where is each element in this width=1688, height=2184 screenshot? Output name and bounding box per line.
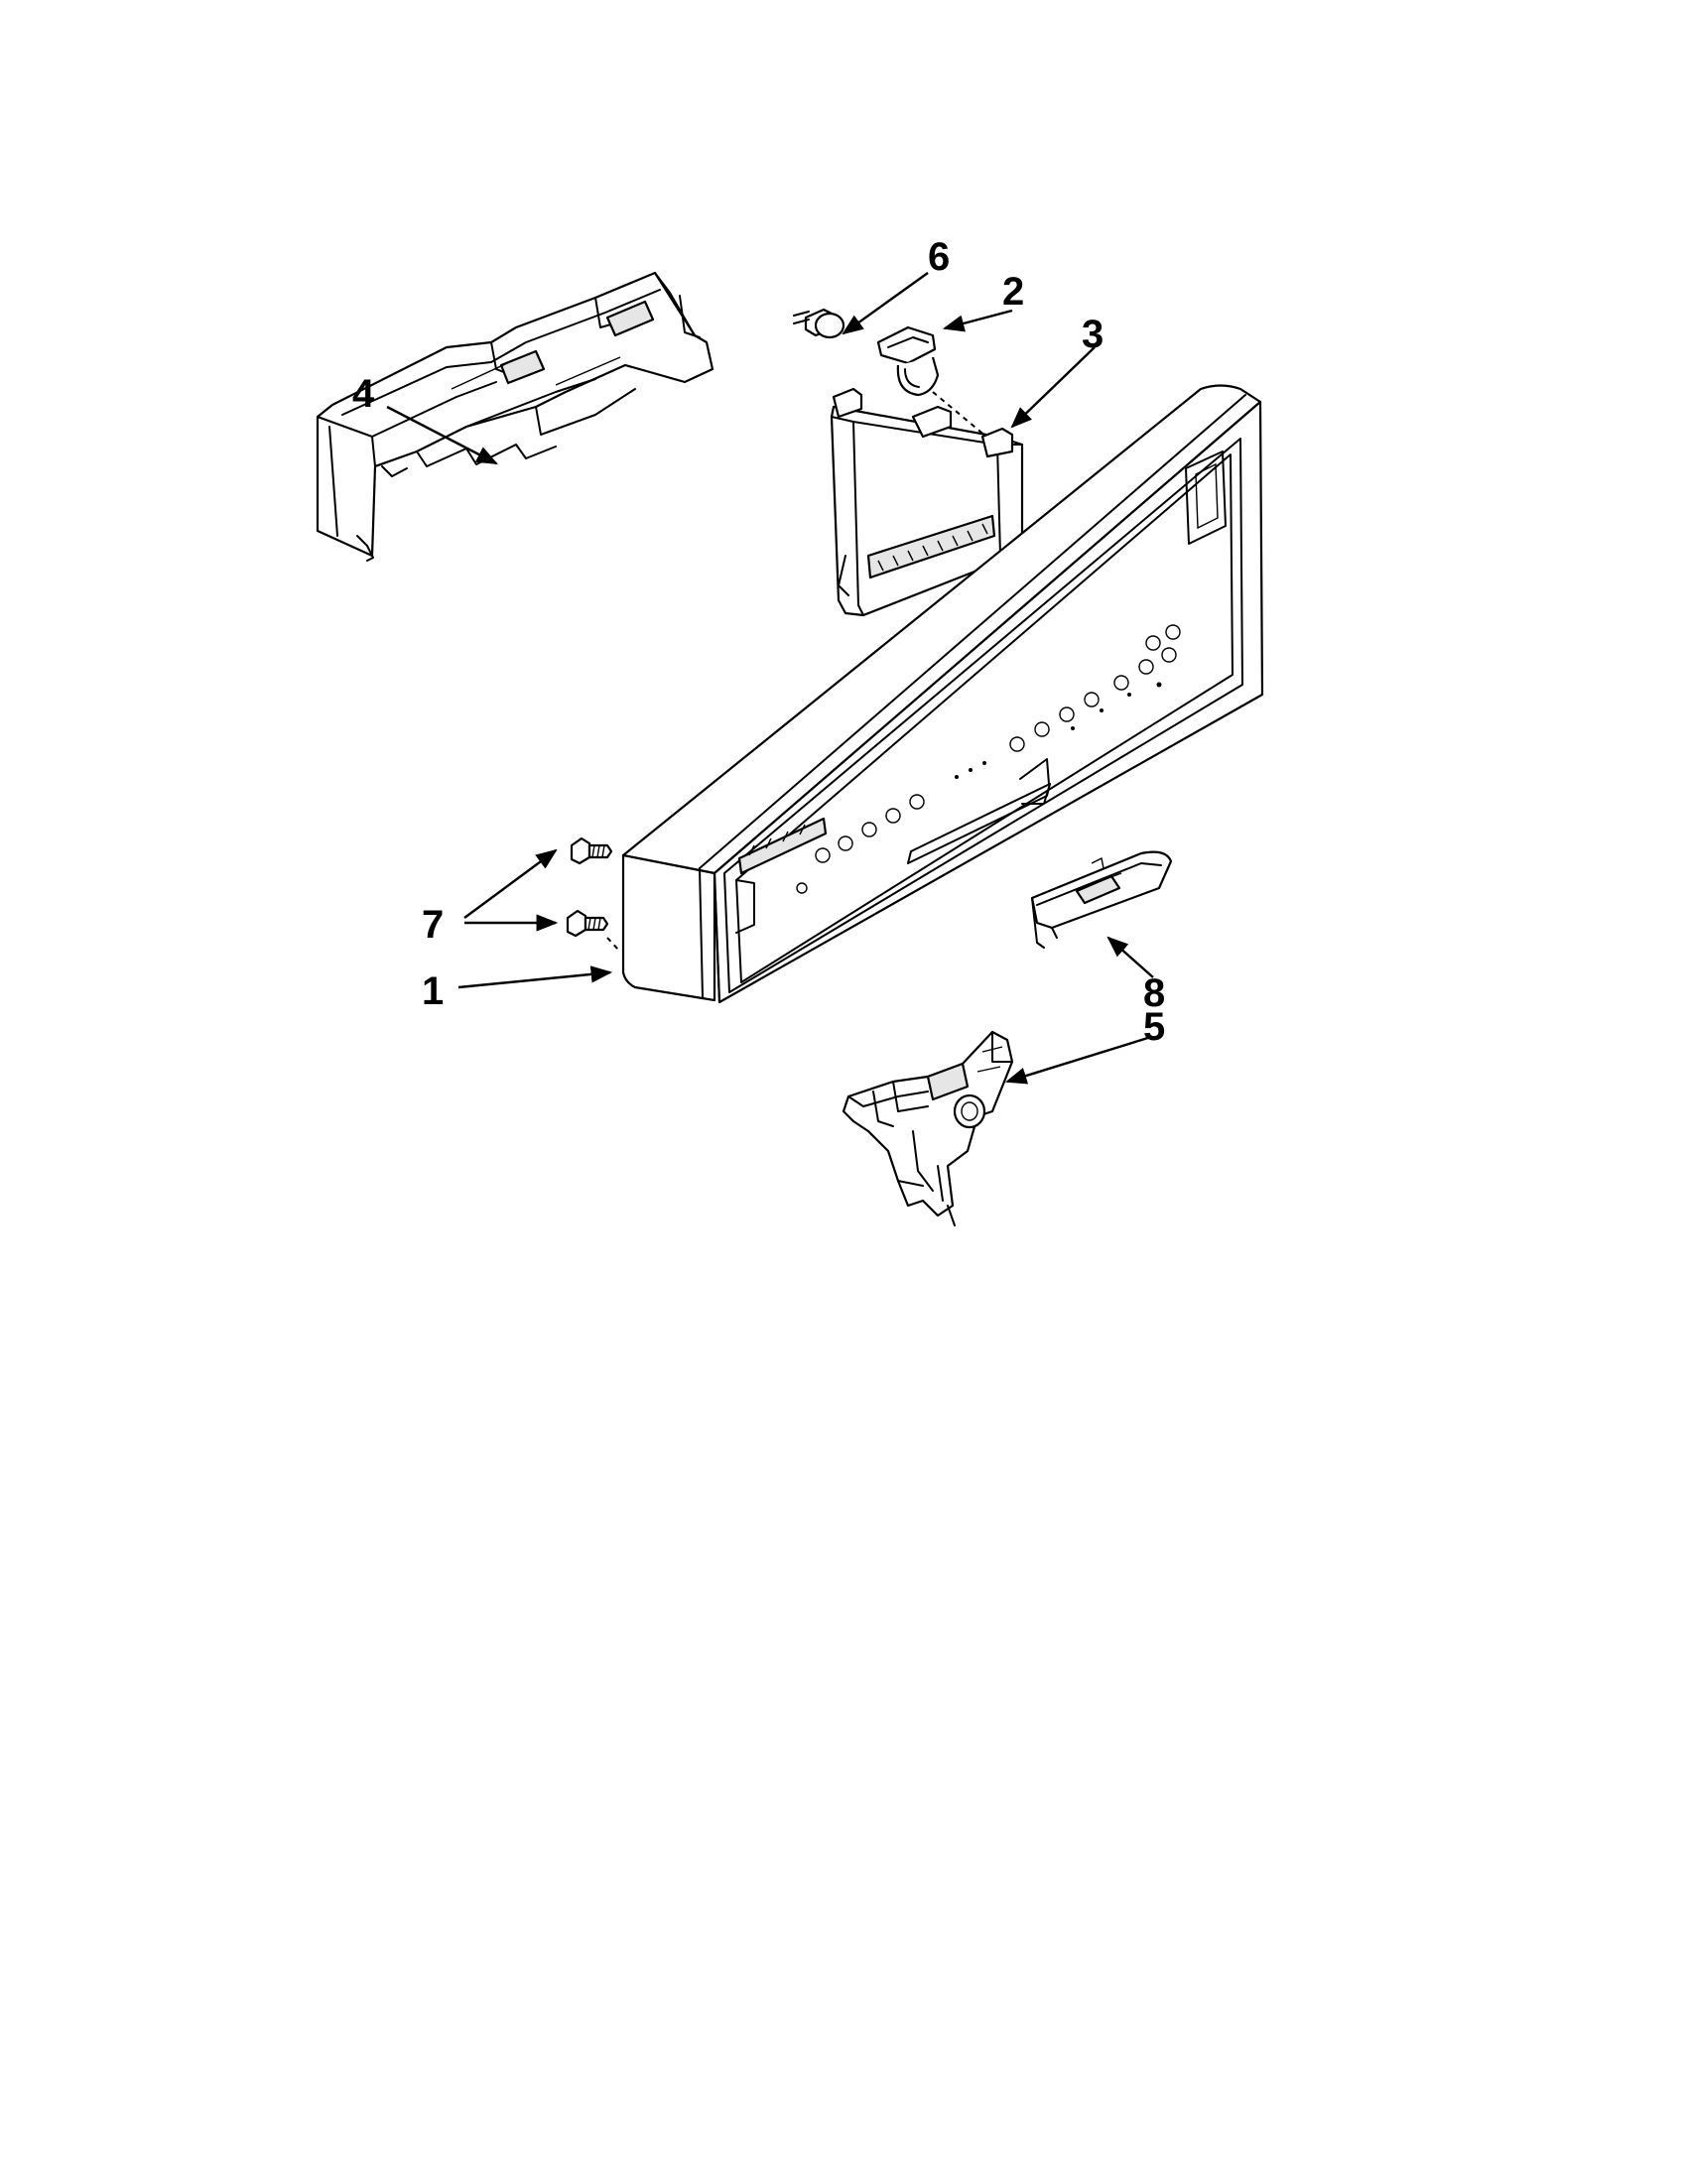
callout-3: 3 bbox=[1082, 313, 1104, 356]
screw-upper bbox=[570, 836, 613, 865]
part-8-handle bbox=[1030, 850, 1173, 949]
part-6-sensor bbox=[793, 308, 845, 339]
callout-6: 6 bbox=[928, 235, 950, 279]
screw-lower bbox=[566, 909, 609, 938]
part-5-latch bbox=[842, 1030, 1014, 1226]
part-2-clip bbox=[876, 325, 940, 397]
part-7-screws bbox=[566, 836, 620, 952]
part-1-console-panel bbox=[621, 384, 1264, 1004]
callout-4: 4 bbox=[352, 372, 375, 416]
callout-5: 5 bbox=[1143, 1005, 1165, 1049]
callout-7: 7 bbox=[422, 903, 444, 947]
callout-1: 1 bbox=[422, 969, 444, 1013]
leader-lines bbox=[386, 272, 1154, 1085]
callout-2: 2 bbox=[1002, 270, 1024, 314]
part-4-bracket bbox=[316, 271, 714, 562]
callout-8: 8 bbox=[1143, 971, 1165, 1015]
callout-numbers: 4 6 2 3 7 1 8 5 bbox=[352, 235, 1165, 1049]
panel-buttons bbox=[796, 624, 1181, 894]
